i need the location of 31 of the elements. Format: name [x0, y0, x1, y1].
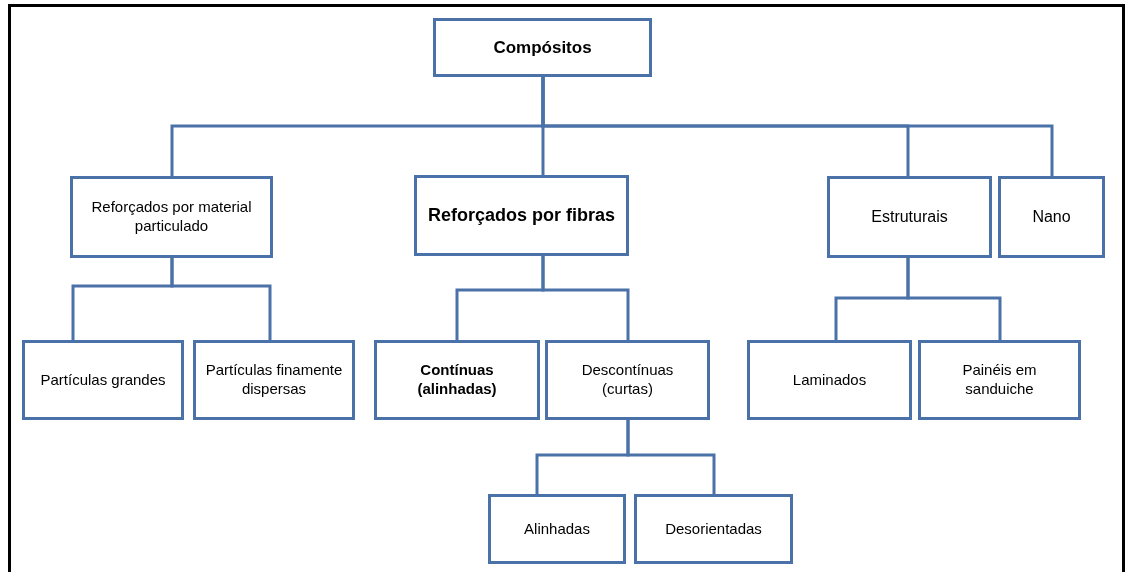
box-label: Painéis em sanduiche	[961, 361, 1038, 399]
connector-line	[541, 77, 1054, 176]
category-box	[70, 176, 273, 258]
box-label: Partículas grandes	[40, 370, 166, 390]
box-label: Estruturais	[871, 207, 948, 227]
category-box	[634, 494, 793, 564]
category-box	[22, 340, 184, 420]
category-box	[545, 340, 710, 420]
category-box	[414, 175, 629, 256]
connector-line	[541, 256, 630, 340]
category-box	[488, 494, 626, 564]
box-label: Laminados	[792, 370, 867, 390]
box-label: Reforçados por material particulado	[90, 198, 253, 236]
category-box	[918, 340, 1081, 420]
box-label: Reforçados por fibras	[427, 204, 615, 227]
box-label: Nano	[1032, 207, 1071, 227]
connector-line	[170, 258, 272, 340]
box-label: Desorientadas	[665, 519, 762, 539]
connector-line	[626, 420, 716, 494]
category-box	[747, 340, 912, 420]
category-box	[998, 176, 1105, 258]
category-box	[827, 176, 992, 258]
category-box	[193, 340, 355, 420]
category-box	[433, 18, 652, 77]
box-label: Partículas finamente dispersas	[204, 361, 344, 399]
box-label: Alinhadas	[524, 519, 590, 539]
box-label: Compósitos	[493, 36, 592, 59]
box-label: Descontínuas (curtas)	[580, 361, 675, 399]
box-label: Contínuas (alinhadas)	[416, 361, 498, 399]
connector-line	[906, 258, 1002, 340]
category-box	[374, 340, 540, 420]
